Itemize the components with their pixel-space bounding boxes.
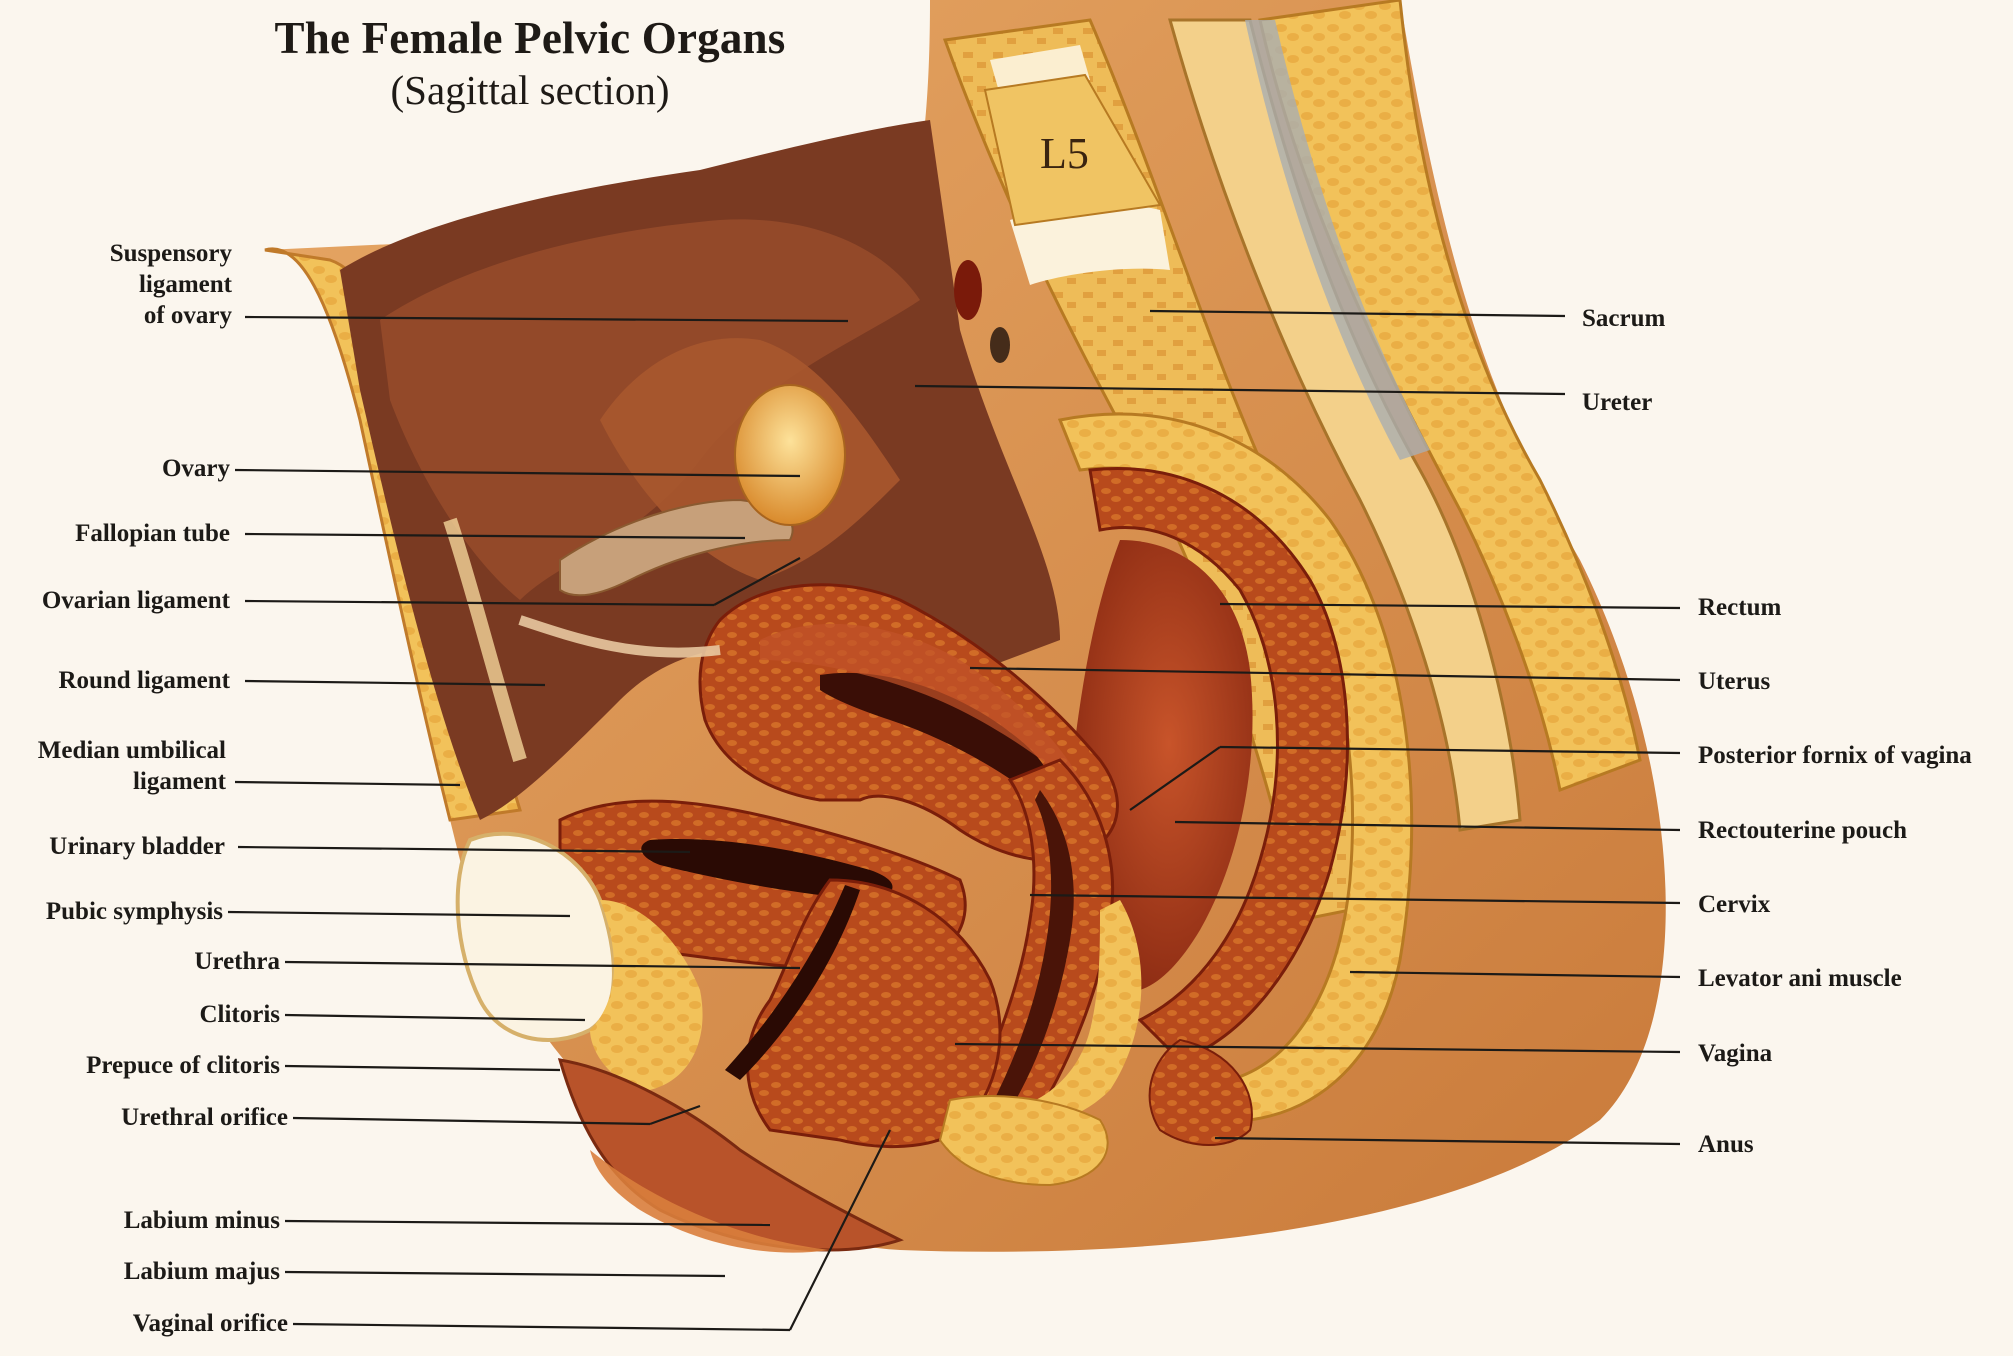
title-text: The Female Pelvic Organs	[170, 12, 890, 64]
leader-labium-majus	[285, 1272, 725, 1276]
label-uterus: Uterus	[1698, 666, 1770, 697]
label-ureter: Ureter	[1582, 387, 1652, 418]
label-labium-majus: Labium majus	[40, 1256, 280, 1287]
label-fallopian-tube: Fallopian tube	[20, 518, 230, 549]
ovary	[735, 385, 845, 525]
label-posterior-fornix-of-vagina: Posterior fornix of vagina	[1698, 740, 1972, 771]
iliac-vessel	[954, 260, 982, 320]
ureter-crosssection	[990, 327, 1010, 363]
vertebra-label: L5	[1040, 128, 1089, 179]
label-suspensory-ligament-of-ovary: Suspensory ligament of ovary	[60, 238, 232, 331]
leader-vaginal-orif	[293, 1324, 790, 1330]
label-round-ligament: Round ligament	[20, 665, 230, 696]
label-cervix: Cervix	[1698, 889, 1770, 920]
label-urinary-bladder: Urinary bladder	[10, 831, 225, 862]
label-pubic-symphysis: Pubic symphysis	[8, 896, 223, 927]
label-labium-minus: Labium minus	[40, 1205, 280, 1236]
label-rectum: Rectum	[1698, 592, 1781, 623]
diagram-title: The Female Pelvic Organs (Sagittal secti…	[170, 12, 890, 114]
leader-prepuce	[285, 1066, 560, 1070]
label-ovary: Ovary	[60, 453, 230, 484]
label-urethra: Urethra	[60, 946, 280, 977]
leader-median-umb	[235, 782, 460, 785]
label-sacrum: Sacrum	[1582, 303, 1665, 334]
label-urethral-orifice: Urethral orifice	[40, 1102, 288, 1133]
label-prepuce-of-clitoris: Prepuce of clitoris	[30, 1050, 280, 1081]
label-ovarian-ligament: Ovarian ligament	[10, 585, 230, 616]
label-levator-ani-muscle: Levator ani muscle	[1698, 963, 1902, 994]
label-vaginal-orifice: Vaginal orifice	[40, 1308, 288, 1339]
label-clitoris: Clitoris	[60, 999, 280, 1030]
subtitle-text: (Sagittal section)	[170, 66, 890, 114]
label-rectouterine-pouch: Rectouterine pouch	[1698, 815, 1907, 846]
label-median-umbilical-ligament: Median umbilical ligament	[8, 735, 226, 797]
label-anus: Anus	[1698, 1129, 1754, 1160]
label-vagina: Vagina	[1698, 1038, 1772, 1069]
